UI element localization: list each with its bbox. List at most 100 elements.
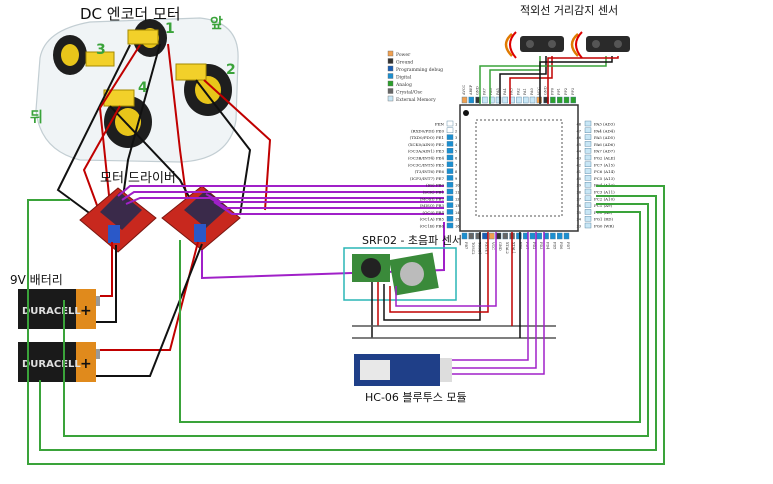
mcu-top-pin-label: PA1 bbox=[523, 88, 527, 95]
mcu-left-pin bbox=[446, 175, 454, 181]
battery-1: DURACELL + bbox=[18, 289, 100, 329]
mcu-top-pin-label: PA0 bbox=[530, 88, 534, 95]
mcu-right-pin-label: PG1 (RD) bbox=[594, 217, 613, 222]
mcu-top-pin bbox=[570, 96, 576, 104]
motor-2 bbox=[175, 63, 207, 81]
mcu-left-pin bbox=[446, 168, 454, 174]
mcu-right-pin-number: 43 bbox=[577, 157, 581, 161]
mcu-top-pin-label: AVCC bbox=[462, 84, 466, 96]
mcu-right-pin-number: 48 bbox=[577, 123, 581, 127]
motor-number-3: 3 bbox=[96, 42, 106, 58]
ir-sensor-label: 적외선 거리감지 센서 bbox=[520, 4, 618, 17]
mcu-left-pin-label: (SS) PB0 bbox=[426, 183, 444, 188]
mcu-bottom-pin-label: XTAL1 bbox=[512, 242, 516, 254]
dc-motor-title: DC 엔코더 모터 bbox=[80, 5, 181, 23]
mcu-right-pin-label: PC5 (A13) bbox=[594, 176, 615, 181]
mcu-top-pin-label: PA3 bbox=[510, 88, 514, 95]
mcu-right-pin-label: PG2 (ALE) bbox=[594, 156, 616, 161]
battery-2-plus: + bbox=[80, 356, 92, 372]
green-encoder-wires bbox=[27, 185, 665, 465]
ultrasonic-wires bbox=[371, 232, 497, 338]
mcu-right-pin-label: PC7 (A15) bbox=[594, 162, 615, 167]
mcu-right-pin bbox=[584, 161, 592, 168]
mcu-top-pin-label: PF3 bbox=[571, 88, 575, 95]
legend-swatch bbox=[387, 80, 394, 87]
battery-2: DURACELL + bbox=[18, 342, 100, 382]
mcu-left-pin-number: 3 bbox=[455, 136, 457, 140]
mcu-top-pin bbox=[529, 96, 536, 104]
mcu-right-pin bbox=[584, 154, 592, 161]
mcu-left-pin-label: (OC1A) PB5 bbox=[420, 217, 445, 222]
mcu-left-pin-label: (T3/INT6) PE6 bbox=[415, 169, 445, 174]
mcu-left-pin bbox=[446, 154, 454, 161]
mcu-right-pin bbox=[584, 202, 592, 208]
legend-swatch bbox=[387, 73, 394, 79]
mcu-top-pin bbox=[557, 96, 563, 104]
mcu-right-pin-number: 36 bbox=[577, 204, 581, 208]
mcu-top-pin-label: PF1 bbox=[557, 88, 561, 95]
legend-label: Ground bbox=[396, 60, 413, 66]
mcu-right-pin bbox=[584, 215, 592, 222]
mcu-right-pin bbox=[584, 141, 592, 147]
mcu-bottom-pin bbox=[482, 232, 488, 240]
bluetooth-wires bbox=[452, 232, 545, 375]
mcu-left-pin-number: 11 bbox=[455, 191, 459, 195]
motor-3 bbox=[85, 51, 115, 67]
legend-label: Power bbox=[396, 52, 411, 58]
ir-sensor-2 bbox=[570, 31, 630, 59]
battery-1-brand: DURACELL bbox=[22, 306, 81, 317]
mcu-bottom-pin-label: GND bbox=[498, 242, 502, 251]
mcu-left-pin-label: PEN bbox=[435, 122, 445, 127]
mcu-top-pin bbox=[563, 96, 570, 104]
back-label: 뒤 bbox=[30, 110, 43, 126]
ir-sensor-wires bbox=[479, 56, 619, 104]
mcu-left-pin bbox=[446, 222, 454, 229]
mcu-bottom-pin bbox=[468, 232, 474, 240]
mcu-bottom-pin-label: PD4 bbox=[546, 242, 550, 250]
battery-2-brand: DURACELL bbox=[22, 359, 81, 370]
mcu-top-pin bbox=[523, 96, 529, 104]
mcu-left-pin-label: (OC3B/INT4) PE4 bbox=[408, 156, 444, 161]
mcu-bottom-pin bbox=[563, 232, 570, 240]
bluetooth-label: HC-06 블루투스 모듈 bbox=[365, 391, 467, 404]
mcu-bottom-pin bbox=[489, 232, 495, 240]
mcu-left-pin-number: 2 bbox=[455, 129, 457, 133]
mcu-bottom-pin bbox=[529, 232, 536, 240]
mcu-bottom-pin bbox=[536, 232, 542, 240]
legend-label: Digital bbox=[396, 75, 412, 81]
mcu-bottom-pin bbox=[557, 232, 563, 240]
mcu-bottom-pin-label: PD5 bbox=[552, 242, 556, 249]
mcu-bottom-pin bbox=[550, 232, 556, 240]
power-rails bbox=[352, 232, 556, 339]
mcu-left-pin-number: 9 bbox=[455, 177, 457, 181]
mcu-left-pin bbox=[446, 202, 454, 208]
mcu-top-pin bbox=[502, 96, 508, 104]
mcu-bottom-pin-label: XTAL2 bbox=[505, 242, 509, 254]
mcu-left-pin-label: (OC3C/INT5) PE5 bbox=[408, 162, 445, 167]
legend-swatch bbox=[387, 65, 394, 72]
mcu-right-pin-number: 40 bbox=[577, 177, 581, 181]
motor-number-4: 4 bbox=[138, 80, 148, 96]
legend-label: External Memory bbox=[396, 97, 436, 103]
legend-label: Programming debug bbox=[396, 67, 443, 73]
mcu-right-pin-number: 37 bbox=[577, 197, 581, 201]
mcu-right-pin-number: 34 bbox=[577, 218, 582, 222]
mcu-bottom-pin-label: PD3 bbox=[539, 242, 543, 249]
mcu-right-pin bbox=[584, 134, 592, 140]
mcu-top-pin-label: AREF bbox=[469, 84, 473, 96]
mcu-right-pin-label: PC3 (A11) bbox=[594, 190, 615, 195]
mcu-left-pin bbox=[446, 181, 454, 188]
mcu-right-pin-number: 35 bbox=[577, 211, 581, 215]
mcu-right-pin-label: PA5 (AD5) bbox=[594, 135, 615, 140]
mcu-left-pin-label: (OC0) PB4 bbox=[423, 210, 445, 215]
mcu-top-pin bbox=[516, 96, 522, 104]
front-label: 앞 bbox=[210, 16, 223, 32]
mcu-left-pin bbox=[446, 188, 454, 195]
mcu-top-pin-label: GND bbox=[476, 86, 480, 95]
mcu-right-pin bbox=[584, 120, 592, 127]
mcu-left-pin-number: 8 bbox=[455, 170, 457, 174]
mcu-left-pin-label: (XCK0/AIN0) PE2 bbox=[408, 142, 444, 147]
mcu-top-pin bbox=[468, 96, 474, 104]
mcu-chip bbox=[459, 104, 579, 232]
